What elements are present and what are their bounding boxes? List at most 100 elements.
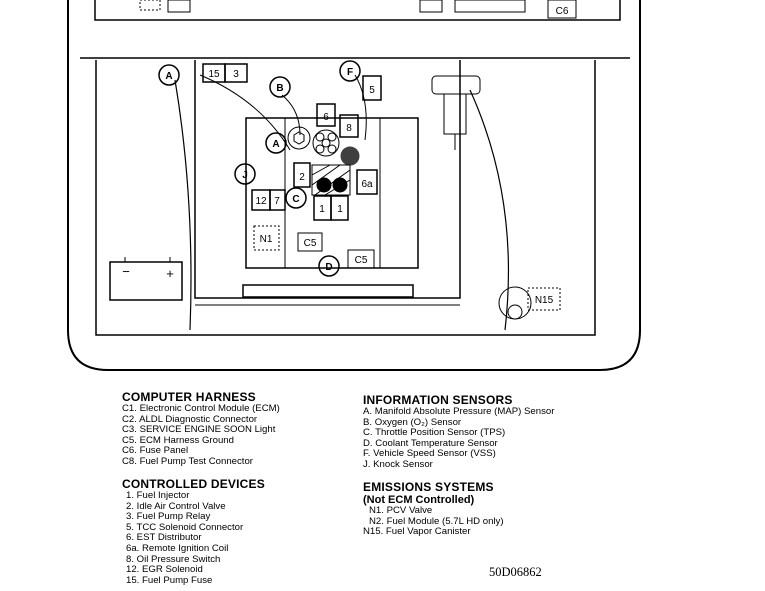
fuel-vapor-canister [498, 286, 532, 320]
figure-code: 50D06862 [489, 565, 542, 579]
legend-item: 12. EGR Solenoid [126, 564, 203, 576]
legend-item: 3. Fuel Pump Relay [126, 511, 211, 523]
label-b: B [276, 83, 283, 94]
legend-item: C8. Fuel Pump Test Connector [122, 455, 253, 467]
label-5: 5 [369, 85, 375, 96]
legend-item: C5. ECM Harness Ground [122, 434, 234, 446]
wire [354, 74, 367, 141]
label-a-top: A [165, 71, 172, 82]
wire [281, 94, 301, 136]
label-7: 7 [274, 196, 280, 207]
radiator-support [194, 60, 461, 299]
label-d: D [325, 262, 332, 273]
legend-item: 5. TCC Solenoid Connector [126, 521, 244, 533]
legend-item: J. Knock Sensor [363, 458, 433, 470]
legend-heading: CONTROLLED DEVICES [122, 477, 265, 491]
label-8: 8 [346, 123, 352, 134]
legend-item: D. Coolant Temperature Sensor [363, 437, 498, 449]
battery-pos-label: + [166, 266, 174, 281]
c5-box-right [347, 249, 375, 269]
legend-item: B. Oxygen (O₂) Sensor [363, 416, 462, 428]
battery [109, 261, 183, 301]
device-8-box [339, 114, 359, 138]
legend-item: C2. ALDL Diagnostic Connector [122, 413, 258, 425]
oil-pressure-switch [340, 146, 360, 166]
sensor-f-circle [339, 60, 361, 82]
label-n1: N1 [260, 234, 273, 245]
distributor-cap [312, 129, 340, 157]
legend-heading: INFORMATION SENSORS [363, 393, 513, 407]
top-fragment [454, 0, 526, 13]
top-fragment [419, 0, 443, 13]
right-fender-curve [469, 89, 510, 331]
vehicle-body-outline [67, 0, 641, 371]
legend-item: 2. Idle Air Control Valve [126, 500, 226, 512]
legend-item: 15. Fuel Pump Fuse [126, 574, 213, 586]
radiator [242, 284, 414, 298]
label-6: 6 [323, 112, 329, 123]
label-12: 12 [255, 196, 267, 207]
canister-port [507, 304, 523, 320]
sensor-c-circle [285, 187, 307, 209]
device-6-box [316, 103, 336, 127]
legend-item: C. Throttle Position Sensor (TPS) [363, 427, 506, 439]
sensor-b-circle [269, 76, 291, 98]
sensor-j-circle [234, 163, 256, 185]
legend-item: 6a. Remote Ignition Coil [126, 542, 229, 554]
fuse-panel-box [547, 0, 577, 19]
label-n15: N15 [535, 295, 554, 306]
left-fender-curve [174, 79, 192, 331]
cowl-outline [94, 0, 621, 21]
legend-emissions-systems: EMISSIONS SYSTEMS (Not ECM Controlled) N… [363, 481, 504, 538]
label-c6: C6 [556, 6, 569, 17]
legend-item: C3. SERVICE ENGINE SOON Light [122, 424, 276, 436]
top-fragment [139, 0, 161, 11]
device-6a-box [356, 169, 378, 195]
label-c5-left: C5 [304, 238, 317, 249]
label-c5-right: C5 [355, 255, 368, 266]
legend-item: C1. Electronic Control Module (ECM) [122, 403, 280, 414]
label-a-engine: A [272, 139, 279, 150]
map-sensor-body [287, 126, 311, 150]
legend-item: 6. EST Distributor [126, 532, 202, 544]
legend-heading: COMPUTER HARNESS [122, 390, 256, 404]
legend-item: F. Vehicle Speed Sensor (VSS) [363, 448, 496, 460]
legend-heading: EMISSIONS SYSTEMS [363, 480, 494, 494]
injector-1b-box [330, 195, 349, 221]
label-3: 3 [233, 69, 239, 80]
air-cleaner-top [431, 75, 481, 95]
label-j: J [242, 170, 248, 181]
map-sensor-hex [293, 131, 305, 145]
legend-computer-harness: COMPUTER HARNESS C1. Electronic Control … [122, 391, 280, 468]
injector-left [316, 177, 332, 193]
air-cleaner-neck [443, 93, 467, 135]
throttle-hatch [311, 164, 351, 196]
legend-item: 1. Fuel Injector [126, 490, 190, 501]
injector-right [332, 177, 348, 193]
label-1b: 1 [337, 204, 343, 215]
sensor-a-circle [158, 64, 180, 86]
label-6a: 6a [361, 179, 373, 190]
engine-compartment-diagram: C6 − + N15 15 3 5 A B F A J C D [67, 0, 641, 371]
label-2: 2 [299, 172, 305, 183]
legend-subheading: (Not ECM Controlled) [363, 494, 475, 506]
engine-bay-outline [95, 60, 596, 336]
sensor-a2-circle [265, 132, 287, 154]
n1-box [253, 225, 280, 251]
legend-item: A. Manifold Absolute Pressure (MAP) Sens… [363, 406, 555, 417]
c5-box-left [297, 232, 323, 252]
label-15: 15 [208, 69, 220, 80]
wire [199, 74, 291, 151]
top-fragment [167, 0, 191, 13]
legend-item: C6. Fuse Panel [122, 445, 189, 457]
sensor-d-circle [318, 255, 340, 277]
legend-item: N15. Fuel Vapor Canister [363, 526, 471, 538]
legend-item: N1. PCV Valve [369, 505, 433, 516]
legend-information-sensors: INFORMATION SENSORS A. Manifold Absolute… [363, 394, 554, 471]
relay-5-box [362, 75, 382, 101]
legend-item: 8. Oil Pressure Switch [126, 553, 221, 565]
fuse-3-box [224, 63, 248, 83]
label-1a: 1 [319, 204, 325, 215]
battery-neg-label: − [122, 264, 130, 279]
legend-item: N2. Fuel Module (5.7L HD only) [369, 515, 504, 527]
